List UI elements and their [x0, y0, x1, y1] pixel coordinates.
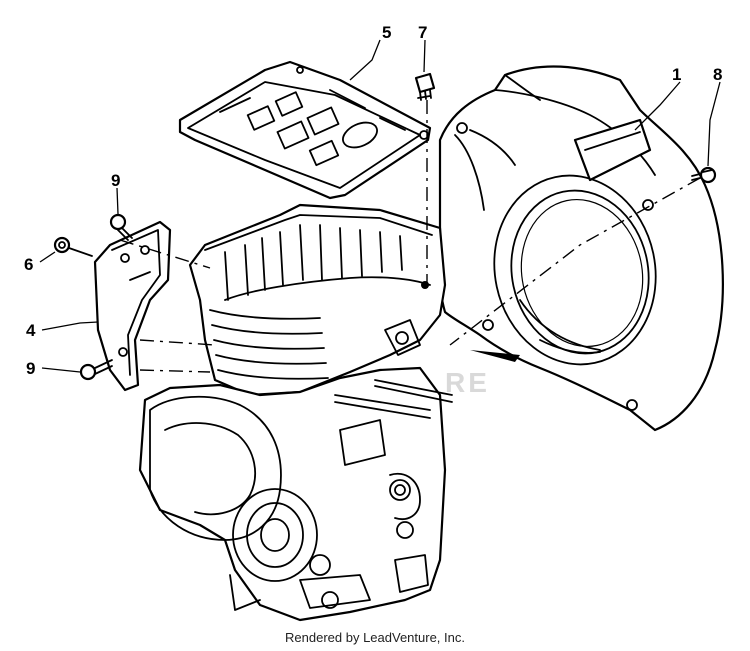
assembly-center-lines: [119, 100, 701, 373]
head-cover-plate-part-5: [178, 60, 432, 200]
callout-9-bottom: 9: [26, 359, 35, 378]
callout-4: 4: [26, 321, 36, 340]
screw-part-9-bottom: [79, 359, 113, 381]
footer-credit: Rendered by LeadVenture, Inc.: [285, 630, 465, 645]
callout-6: 6: [24, 255, 33, 274]
blower-housing-part-1: [438, 65, 724, 432]
callout-8: 8: [713, 65, 722, 84]
bolt-part-7: [414, 72, 436, 101]
callout-1: 1: [672, 65, 681, 84]
side-deflector-part-4: [93, 220, 172, 392]
nut-part-6: [53, 236, 93, 257]
engine-block: [138, 203, 453, 622]
callout-9-top: 9: [111, 171, 120, 190]
callout-5: 5: [382, 23, 391, 42]
callout-leaders: [39, 39, 721, 373]
callout-7: 7: [418, 23, 427, 42]
bolt-part-8: [691, 166, 717, 184]
screw-part-9-top: [109, 213, 133, 241]
watermark-text: RE: [445, 367, 490, 398]
